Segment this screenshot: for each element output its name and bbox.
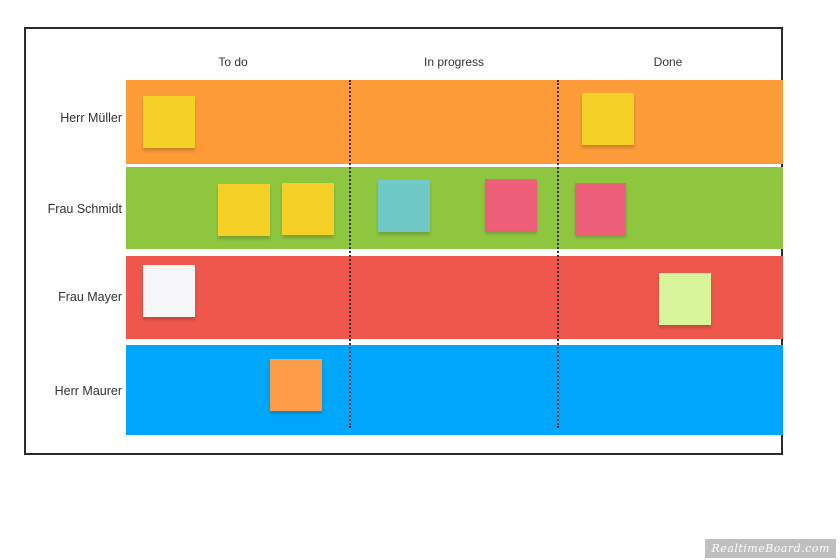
watermark-logo: RealtimeBoard.com: [705, 539, 836, 558]
lane-label-frau-mayer: Frau Mayer: [58, 290, 122, 304]
lane-label-frau-schmidt: Frau Schmidt: [47, 202, 122, 216]
lane-label-herr-maurer: Herr Maurer: [54, 384, 122, 398]
sticky-note[interactable]: [143, 96, 195, 148]
lane-label-herr-mueller: Herr Müller: [60, 111, 122, 125]
column-divider: [557, 80, 559, 428]
column-header-done: Done: [653, 55, 683, 69]
sticky-note[interactable]: [378, 180, 430, 232]
sticky-note[interactable]: [659, 273, 711, 325]
column-header-todo: To do: [218, 55, 248, 69]
sticky-note[interactable]: [582, 93, 634, 145]
column-header-in-progress: In progress: [423, 55, 485, 69]
swimlane-herr-mueller: [126, 80, 783, 164]
swimlane-herr-maurer: [126, 345, 783, 435]
sticky-note[interactable]: [485, 179, 537, 231]
sticky-note[interactable]: [218, 184, 270, 236]
sticky-note[interactable]: [282, 183, 334, 235]
sticky-note[interactable]: [270, 359, 322, 411]
column-divider: [349, 80, 351, 428]
sticky-note[interactable]: [143, 265, 195, 317]
sticky-note[interactable]: [575, 183, 626, 235]
